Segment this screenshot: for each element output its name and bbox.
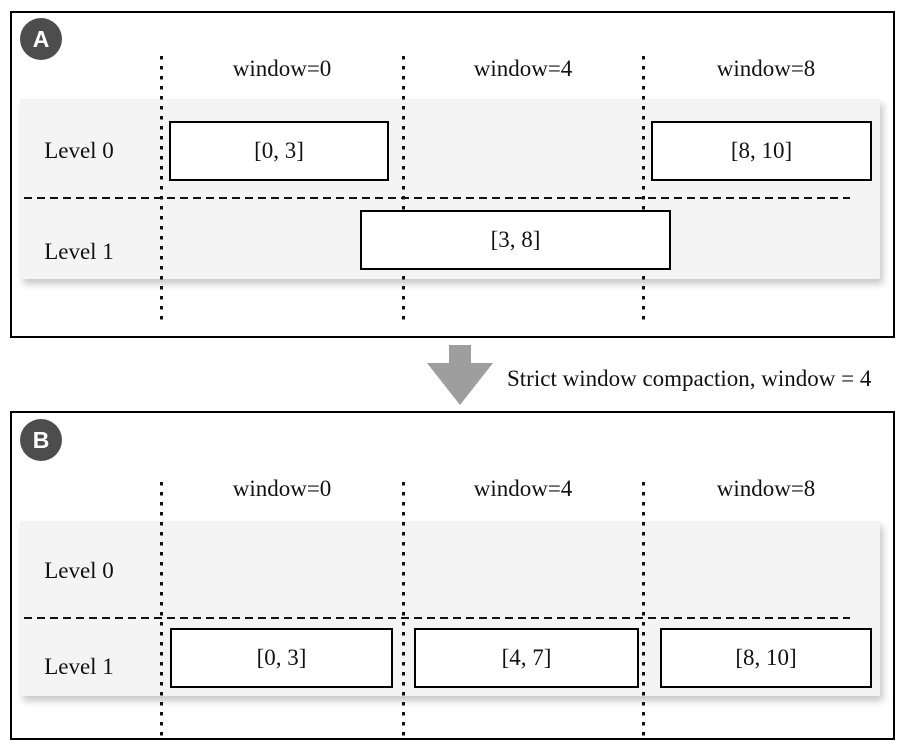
row-label-level-0: Level 0 xyxy=(44,138,114,163)
range-box: [4, 7] xyxy=(414,628,639,688)
window-divider-dotted xyxy=(402,56,405,321)
window-divider-dotted xyxy=(642,56,645,321)
column-header-window-8: window=8 xyxy=(716,476,816,501)
row-label-level-0: Level 0 xyxy=(44,558,114,583)
window-divider-dotted xyxy=(160,56,163,321)
column-header-window-0: window=0 xyxy=(232,56,332,81)
column-header-window-0: window=0 xyxy=(232,476,332,501)
range-box: [0, 3] xyxy=(170,628,393,688)
range-box: [0, 3] xyxy=(169,121,389,181)
panel-b: B window=0 window=4 window=8 Level 0 Lev… xyxy=(10,411,895,740)
range-box: [3, 8] xyxy=(360,210,671,270)
level-divider-dashed xyxy=(24,197,850,199)
window-divider-dotted xyxy=(642,482,645,737)
down-arrow-icon xyxy=(427,363,493,405)
range-box: [8, 10] xyxy=(660,628,872,688)
column-header-window-4: window=4 xyxy=(473,476,573,501)
panel-a-badge: A xyxy=(20,18,62,60)
panel-a: A window=0 window=4 window=8 Level 0 Lev… xyxy=(10,11,895,338)
column-header-window-4: window=4 xyxy=(473,56,573,81)
window-divider-dotted xyxy=(402,482,405,737)
window-divider-dotted xyxy=(160,482,163,737)
row-label-level-1: Level 1 xyxy=(44,654,114,679)
column-header-window-8: window=8 xyxy=(716,56,816,81)
row-label-level-1: Level 1 xyxy=(44,239,114,264)
down-arrow-icon xyxy=(449,345,471,364)
panel-b-badge: B xyxy=(20,419,62,461)
range-box: [8, 10] xyxy=(651,121,872,181)
level-divider-dashed xyxy=(24,617,850,619)
transition-label: Strict window compaction, window = 4 xyxy=(507,366,872,391)
